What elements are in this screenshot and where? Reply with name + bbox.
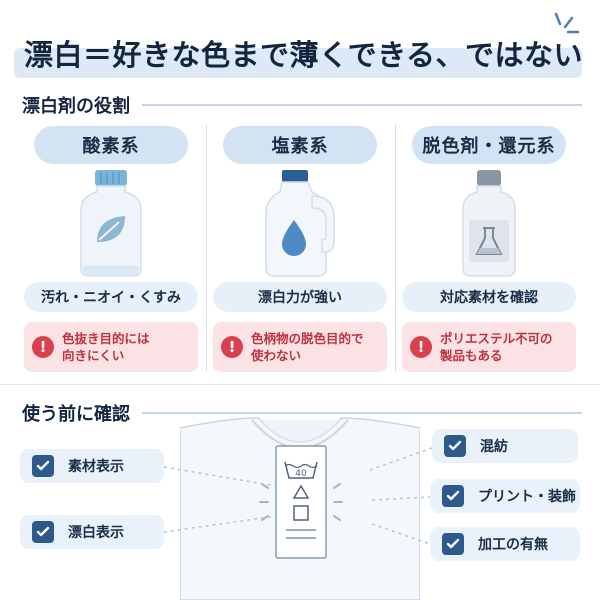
bleach-triangle-icon (292, 484, 310, 499)
check-item-label: 素材表示 (68, 459, 124, 475)
oxygen-bleach-bottle-icon (80, 170, 142, 277)
column-divider (395, 124, 396, 372)
bleach-warning: ! ポリエステル不可の 製品もある (402, 322, 576, 372)
wash-temp-text: 40 (295, 469, 307, 479)
wash-temp-icon: 40 (284, 461, 318, 479)
warning-line-1: 色抜き目的には (62, 331, 150, 346)
section-divider (142, 104, 582, 106)
bleach-type-pill: 酸素系 (34, 126, 188, 164)
page-title: 漂白＝好きな色まで薄くできる、ではない (24, 38, 584, 72)
bleach-feature: 対応素材を確認 (402, 282, 576, 312)
warning-text: 色抜き目的には 向きにくい (62, 330, 150, 364)
droplet-icon (282, 220, 306, 256)
warning-line-2: 使わない (251, 348, 302, 363)
bleach-feature: 汚れ・ニオイ・くすみ (24, 282, 198, 312)
warning-line-2: 向きにくい (62, 348, 125, 363)
bleach-warning: ! 色抜き目的には 向きにくい (24, 322, 198, 372)
check-item-label: プリント・装飾 (478, 489, 576, 505)
bleach-warning: ! 色柄物の脱色目的で 使わない (213, 322, 387, 372)
exclamation-icon: ! (221, 336, 243, 358)
sparkle-icon (554, 12, 580, 34)
care-label: 40 (275, 445, 327, 559)
warning-line-2: 製品もある (440, 348, 503, 363)
section-separator (0, 384, 600, 385)
bleach-column-chlorine: 塩素系 漂白力が強い ! 色柄物の脱色目的で 使わない (207, 124, 393, 374)
checkbox-checked-icon (32, 521, 54, 543)
exclamation-icon: ! (410, 336, 432, 358)
warning-line-1: ポリエステル不可の (440, 331, 553, 346)
checkbox-checked-icon (444, 435, 466, 457)
title-highlight (14, 48, 582, 78)
check-item-bleach-label: 漂白表示 (20, 515, 164, 549)
check-item-label: 混紡 (480, 439, 508, 455)
bleach-type-pill: 塩素系 (223, 126, 377, 164)
checkbox-checked-icon (32, 455, 54, 477)
warning-text: 色柄物の脱色目的で 使わない (251, 330, 364, 364)
chlorine-bleach-bottle-icon (265, 170, 335, 277)
reducing-agent-bottle-icon (462, 170, 516, 277)
section-heading-bleach-roles: 漂白剤の役割 (22, 92, 582, 118)
check-item-material-label: 素材表示 (20, 449, 164, 483)
bleach-feature: 漂白力が強い (213, 282, 387, 312)
section-heading-label: 使う前に確認 (22, 404, 130, 425)
column-divider (206, 124, 207, 372)
bleach-type-pill: 脱色剤・還元系 (412, 126, 566, 164)
flask-icon (475, 227, 503, 255)
shirt-care-label-illustration: 40 (180, 417, 420, 600)
checkbox-checked-icon (442, 533, 464, 555)
bleach-column-reducing: 脱色剤・還元系 対応素材を確認 ! ポリエステル不可の 製品もある (396, 124, 582, 374)
check-item-finish: 加工の有無 (430, 527, 580, 561)
check-item-print-decor: プリント・装飾 (430, 479, 580, 513)
warning-text: ポリエステル不可の 製品もある (440, 330, 553, 364)
check-item-label: 加工の有無 (478, 537, 548, 553)
exclamation-icon: ! (32, 336, 54, 358)
leaf-icon (97, 216, 125, 242)
title-area: 漂白＝好きな色まで薄くできる、ではない (14, 28, 584, 78)
bleach-column-oxygen: 酸素系 汚れ・ニオイ・くすみ ! 色抜き目的には 向きにくい (18, 124, 204, 374)
checkbox-checked-icon (442, 485, 464, 507)
section-heading-check-before-use: 使う前に確認 (22, 400, 582, 426)
emphasis-marks (259, 483, 343, 521)
check-item-blend: 混紡 (432, 429, 578, 463)
section-divider (142, 412, 582, 414)
dry-square-icon (293, 505, 309, 521)
check-item-label: 漂白表示 (68, 525, 124, 541)
warning-line-1: 色柄物の脱色目的で (251, 331, 364, 346)
section-heading-label: 漂白剤の役割 (22, 96, 130, 117)
